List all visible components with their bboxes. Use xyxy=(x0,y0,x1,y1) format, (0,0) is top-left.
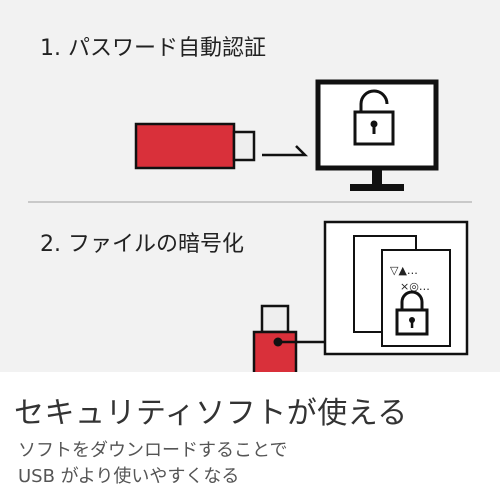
step2-title: 2. ファイルの暗号化 xyxy=(40,232,244,257)
document-symbols-line1: ▽▲… xyxy=(390,264,418,277)
document-symbols-line2: ×◎… xyxy=(400,280,430,293)
section-divider xyxy=(28,201,472,203)
arrow-icon xyxy=(262,145,309,157)
step1-title: 1. パスワード自動認証 xyxy=(40,36,266,61)
usb-drive-icon xyxy=(134,122,256,170)
usb-drive-vertical-icon xyxy=(252,304,325,384)
footer-line-2: USB がより使いやすくなる xyxy=(18,466,240,487)
document-panel: ▽▲… ×◎… xyxy=(323,220,469,356)
padlock-open-icon xyxy=(353,89,395,146)
footer-band xyxy=(0,372,500,500)
footer-headline: セキュリティソフトが使える xyxy=(14,396,408,431)
footer-line-1: ソフトをダウンロードすることで xyxy=(18,440,288,461)
padlock-closed-icon xyxy=(395,290,429,336)
document-icon xyxy=(381,249,451,347)
